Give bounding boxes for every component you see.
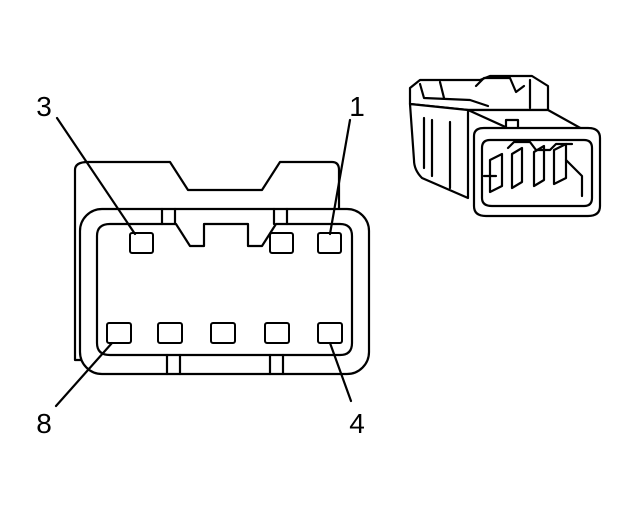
connector-body-side: [408, 102, 470, 200]
pin-label-4: 4: [349, 408, 365, 439]
leader-line-pin-3: [55, 116, 137, 236]
connector-terminal: [552, 142, 568, 186]
leader-line-pin-4: [328, 341, 353, 403]
terminal-cavity-pin-4: [317, 322, 343, 344]
terminal-cavity-pin-2: [269, 232, 294, 254]
terminal-cavity-pin-8: [106, 322, 132, 344]
connector-terminal: [488, 152, 504, 194]
connector-isometric-view: [408, 74, 602, 218]
terminal-cavity-pin-1: [317, 232, 342, 254]
terminal-cavity-pin-5: [264, 322, 290, 344]
connector-terminal-key: [506, 140, 574, 152]
connector-latch-ridge: [418, 82, 490, 108]
connector-latch-ridge: [438, 80, 446, 100]
pin-label-1: 1: [349, 91, 365, 122]
terminal-cavity-pin-7: [157, 322, 183, 344]
terminal-cavity-pin-3: [129, 232, 154, 254]
leader-line-pin-8: [54, 341, 114, 408]
pin-label-8: 8: [36, 408, 52, 439]
leader-line-pin-1: [328, 118, 352, 236]
connector-terminal-key: [564, 158, 584, 198]
connector-terminal: [510, 146, 524, 190]
connector-latch-ridge: [474, 76, 526, 94]
connector-latch: [408, 74, 550, 112]
connector-terminal: [532, 144, 546, 188]
terminal-cavity-pin-6: [210, 322, 236, 344]
pin-label-3: 3: [36, 91, 52, 122]
connector-face-view: 3 1 8 4: [36, 91, 371, 439]
connector-housing-outline: [73, 160, 341, 362]
